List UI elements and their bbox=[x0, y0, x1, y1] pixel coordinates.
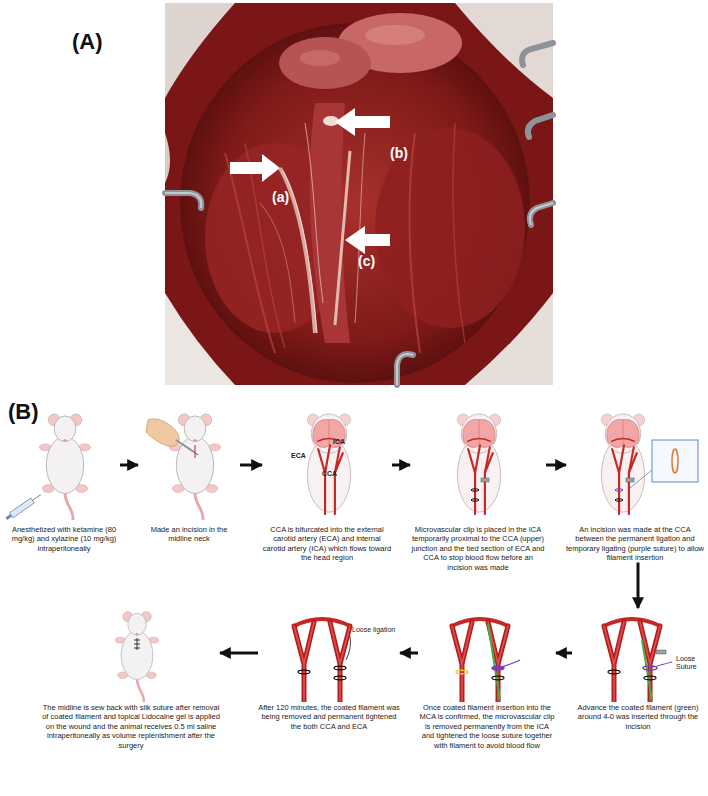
callout-letter: (a) bbox=[272, 190, 289, 205]
anatomy-label: Loose ligation bbox=[352, 626, 395, 634]
vessel-tree bbox=[294, 619, 350, 702]
callout-letter: (b) bbox=[390, 146, 408, 161]
photo-background bbox=[165, 3, 553, 385]
step-description: The midline is sew back with silk suture… bbox=[42, 703, 220, 750]
ligation-sutures bbox=[298, 636, 351, 680]
process-step: An incision was made at the CCA between … bbox=[566, 410, 704, 563]
anatomy-label: ECA bbox=[291, 452, 306, 460]
anatomy-label: ICA bbox=[333, 438, 345, 446]
anatomy-label: Loose Suture bbox=[676, 655, 704, 670]
process-step: Microvascular clip is placed in the ICA … bbox=[410, 410, 546, 572]
panel-label: (A) bbox=[72, 30, 103, 54]
process-step: The midline is sew back with silk suture… bbox=[42, 608, 220, 750]
step-description: An incision was made at the CCA between … bbox=[566, 525, 704, 563]
step-description: CCA is bifurcated into the external caro… bbox=[262, 525, 392, 563]
vessel-tree bbox=[604, 619, 660, 702]
trachea-and-vessels bbox=[260, 103, 365, 343]
step-description: Made an incision in the midline neck bbox=[138, 525, 240, 544]
filament-and-sutures bbox=[456, 624, 520, 700]
process-step: Once coated filament insertion into the … bbox=[418, 608, 556, 750]
flow-arrow bbox=[120, 464, 138, 467]
step-description: Once coated filament insertion into the … bbox=[418, 703, 556, 750]
process-step: CCA is bifurcated into the external caro… bbox=[262, 410, 392, 563]
step-description: After 120 minutes, the coated filament w… bbox=[258, 703, 400, 731]
hand-with-scalpel bbox=[146, 419, 198, 458]
mouse-illustration bbox=[169, 414, 220, 520]
fur bbox=[165, 3, 553, 385]
clip-and-ties bbox=[471, 478, 489, 501]
pointer-arrows bbox=[230, 108, 390, 254]
vessel-anatomy bbox=[601, 414, 644, 514]
step-description: Microvascular clip is placed in the ICA … bbox=[410, 525, 546, 572]
step-description: Anesthetized with ketamine (80 mg/kg) an… bbox=[8, 525, 120, 553]
surgical-photo bbox=[165, 3, 553, 385]
skin-sutures bbox=[134, 638, 140, 650]
vessel-tree bbox=[452, 619, 508, 702]
syringe bbox=[5, 492, 43, 521]
salivary-glands bbox=[279, 13, 462, 89]
flow-arrow bbox=[220, 652, 258, 655]
anatomy-label: CCA bbox=[322, 470, 337, 478]
retractors bbox=[165, 43, 553, 385]
flow-arrow bbox=[400, 652, 418, 655]
flow-arrow bbox=[637, 563, 640, 609]
mouse-illustration bbox=[115, 612, 158, 702]
mouse-illustration bbox=[39, 414, 90, 520]
process-step: Anesthetized with ketamine (80 mg/kg) an… bbox=[8, 410, 120, 553]
flow-arrow bbox=[240, 464, 262, 467]
flow-arrow bbox=[392, 464, 410, 467]
vessel-anatomy bbox=[457, 414, 500, 514]
step-description: Advance the coated filament (green) arou… bbox=[572, 703, 704, 731]
flow-arrow bbox=[546, 464, 566, 467]
filament-and-sutures bbox=[608, 640, 672, 700]
callout-letter: (c) bbox=[358, 254, 375, 269]
muscle-tissue bbox=[205, 123, 525, 353]
process-step: Made an incision in the midline neck bbox=[138, 410, 240, 544]
vessel-anatomy bbox=[307, 414, 350, 514]
flow-arrow bbox=[556, 652, 572, 655]
incision-inset bbox=[615, 440, 698, 501]
panel-label: (B) bbox=[8, 400, 39, 424]
surgical-cavity bbox=[180, 23, 530, 383]
